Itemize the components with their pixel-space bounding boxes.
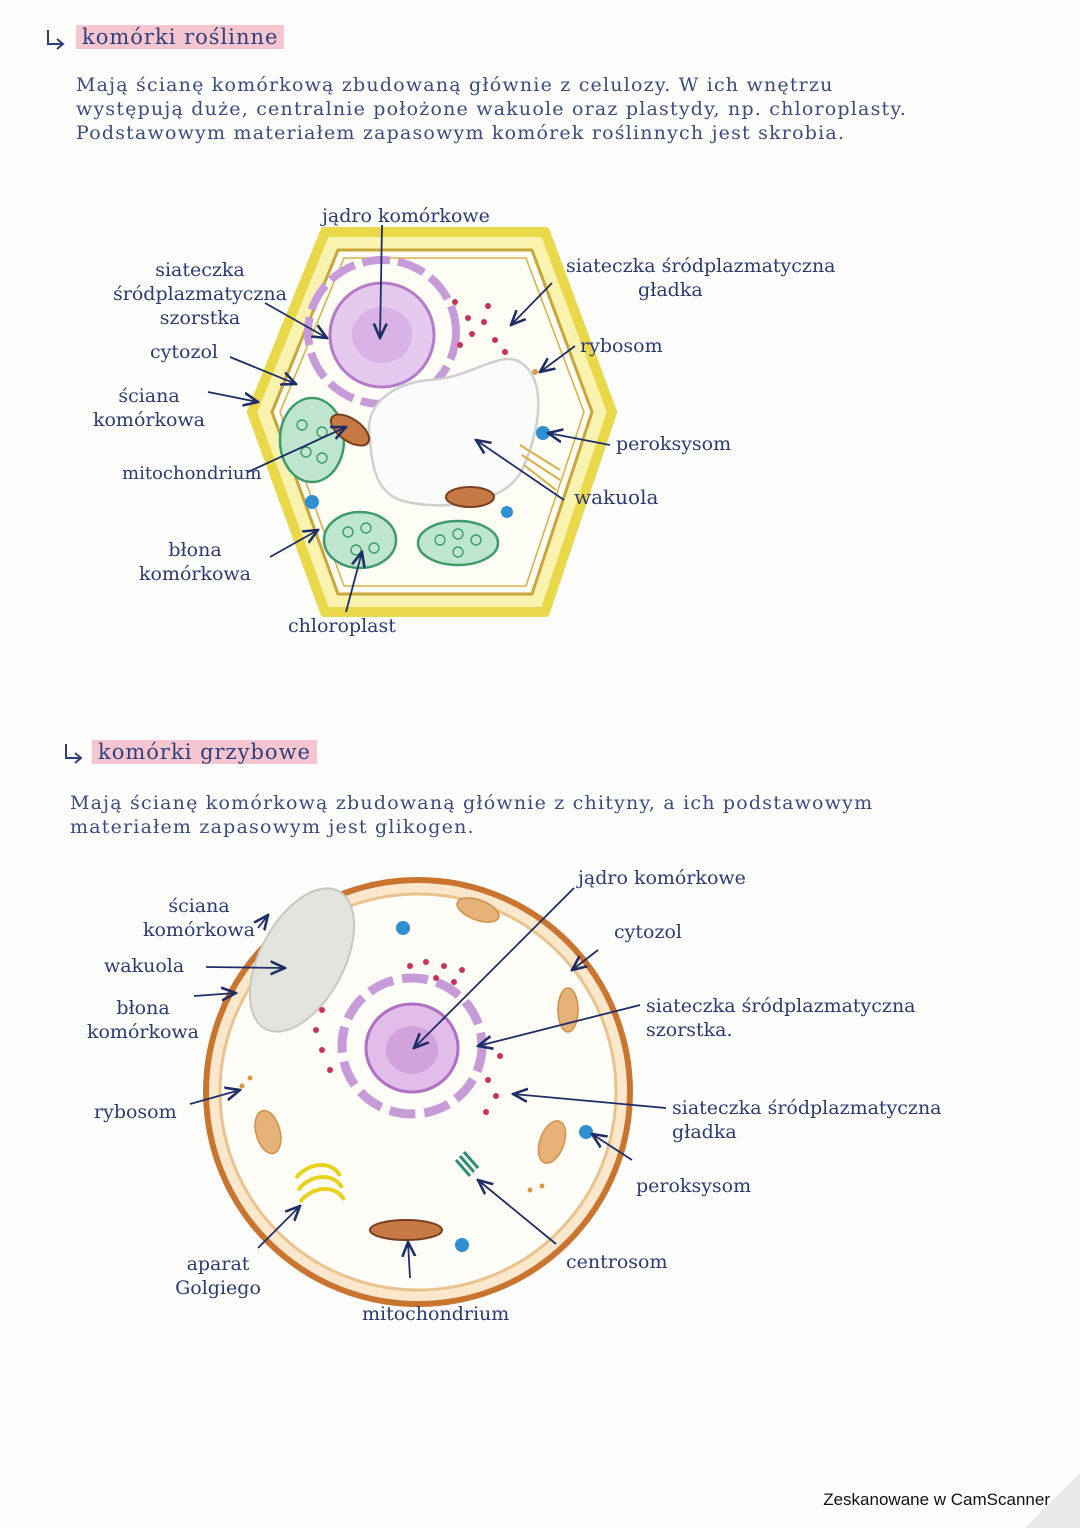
page-corner-fold bbox=[1025, 1473, 1080, 1528]
fungal-label-centrosome: centrosom bbox=[566, 1251, 668, 1273]
fungal-label-vacuole: wakuola bbox=[104, 955, 185, 977]
fungal-text-line-1: Mają ścianę komórkową zbudowaną głównie … bbox=[70, 792, 874, 814]
fungal-label-peroxisome: peroksysom bbox=[636, 1175, 752, 1197]
plant-label-cytosol: cytozol bbox=[150, 341, 218, 363]
plant-text-line-1: Mają ścianę komórkową zbudowaną głównie … bbox=[76, 74, 834, 96]
fungal-golgi bbox=[294, 1163, 346, 1204]
plant-chloroplasts bbox=[278, 396, 500, 570]
plant-cell-membrane bbox=[279, 257, 585, 587]
plant-label-nucleus: jądro komórkowe bbox=[322, 205, 490, 227]
fungal-mitochondrion bbox=[369, 1219, 443, 1241]
plant-label-smooth-er: siateczka śródplazmatyczna gładka bbox=[566, 255, 836, 301]
plant-label-chloroplast: chloroplast bbox=[288, 615, 396, 637]
plant-label-rough-er: siateczka śródplazmatyczna szorstka bbox=[113, 259, 287, 329]
plant-label-cell-wall: ściana komórkowa bbox=[92, 385, 206, 431]
plant-label-peroxisome: peroksysom bbox=[616, 433, 732, 455]
plant-heading-bullet bbox=[47, 30, 65, 50]
plant-label-membrane: błona komórkowa bbox=[138, 539, 252, 585]
fungal-label-rough-er: siateczka śródplazmatyczna szorstka. bbox=[646, 995, 916, 1041]
fungal-ribosomes bbox=[239, 959, 545, 1193]
plant-cell-diagram bbox=[207, 224, 617, 617]
plant-text-line-2: występują duże, centralnie położone waku… bbox=[76, 98, 908, 120]
plant-vacuole bbox=[367, 357, 540, 507]
fungal-label-golgi: aparat Golgiego bbox=[175, 1253, 261, 1299]
fungal-label-nucleus: jądro komórkowe bbox=[578, 867, 746, 889]
plant-label-mitochondrion: mitochondrium bbox=[122, 463, 262, 484]
fungal-label-membrane: błona komórkowa bbox=[86, 997, 200, 1043]
plant-ribosomes bbox=[452, 299, 538, 375]
fungal-pointer-lines bbox=[189, 887, 667, 1279]
fungal-label-smooth-er: siateczka śródplazmatyczna gładka bbox=[672, 1097, 942, 1143]
fungal-cell-diagram bbox=[189, 877, 667, 1307]
plant-label-vacuole: wakuola bbox=[574, 485, 659, 509]
plant-description: Mają ścianę komórkową zbudowaną głównie … bbox=[76, 73, 1066, 145]
fungal-heading-bullet bbox=[65, 744, 83, 764]
plant-heading: komórki roślinne bbox=[76, 25, 285, 49]
fungal-label-cell-wall: ściana komórkowa bbox=[142, 895, 256, 941]
fungal-description: Mają ścianę komórkową zbudowaną głównie … bbox=[70, 791, 1060, 839]
fungal-label-mitochondrion: mitochondrium bbox=[362, 1303, 510, 1325]
plant-smooth-er bbox=[519, 444, 561, 491]
plant-pointer-lines bbox=[207, 224, 611, 613]
fungal-text-line-2: materiałem zapasowym jest glikogen. bbox=[70, 816, 475, 838]
fungal-heading: komórki grzybowe bbox=[92, 740, 317, 764]
scanner-watermark: Zeskanowane w CamScanner bbox=[823, 1490, 1050, 1509]
fungal-centrosome bbox=[454, 1151, 480, 1177]
plant-label-ribosome: rybosom bbox=[580, 335, 663, 357]
plant-text-line-3: Podstawowym materiałem zapasowym komórek… bbox=[76, 122, 846, 144]
fungal-vacuole bbox=[248, 887, 356, 1033]
fungal-label-cytosol: cytozol bbox=[614, 921, 682, 943]
fungal-label-ribosome: rybosom bbox=[94, 1101, 177, 1123]
